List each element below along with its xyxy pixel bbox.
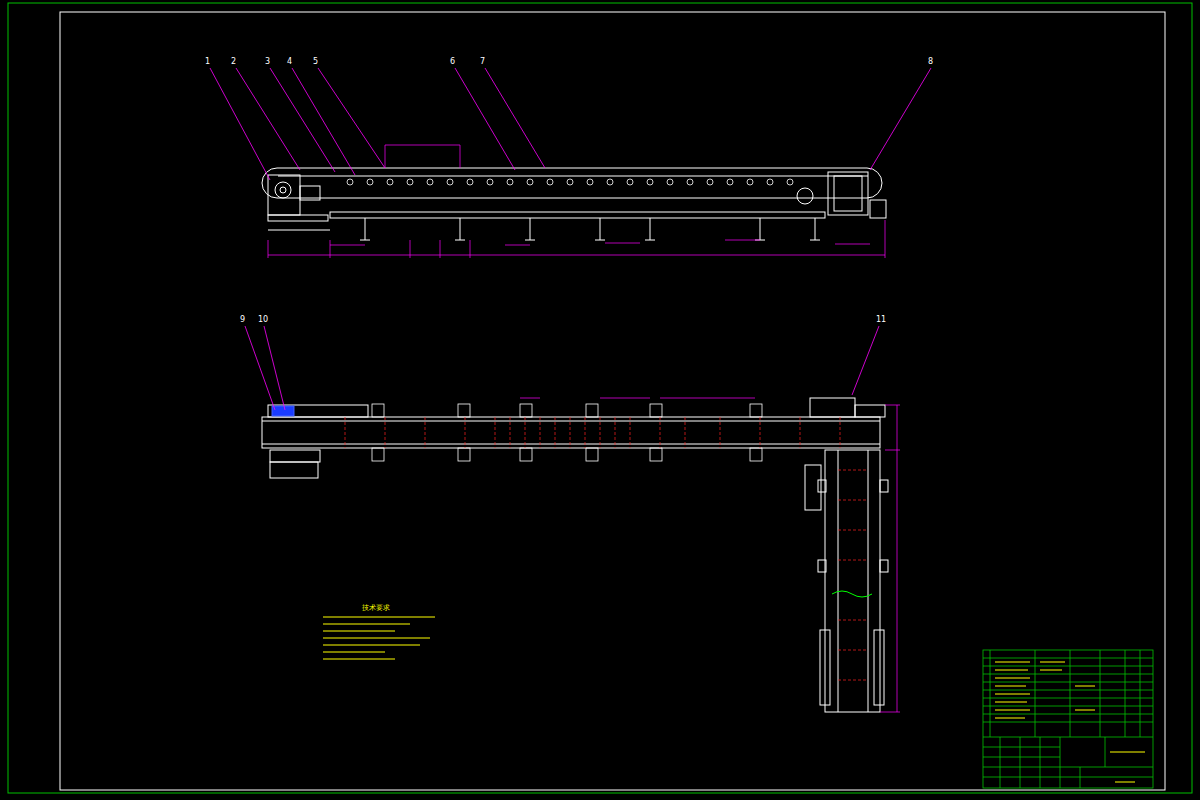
- callout-number: 2: [231, 58, 236, 66]
- callout-number: 9: [240, 316, 245, 324]
- callout-number: 8: [928, 58, 933, 66]
- callout-number: 6: [450, 58, 455, 66]
- callout-number: 1: [205, 58, 210, 66]
- callout-number: 7: [480, 58, 485, 66]
- callout-number: 4: [287, 58, 292, 66]
- notes-heading: 技术要求: [362, 605, 390, 612]
- callout-number: 11: [876, 316, 886, 324]
- callout-number: 3: [265, 58, 270, 66]
- callout-number: 10: [258, 316, 268, 324]
- callout-number: 5: [313, 58, 318, 66]
